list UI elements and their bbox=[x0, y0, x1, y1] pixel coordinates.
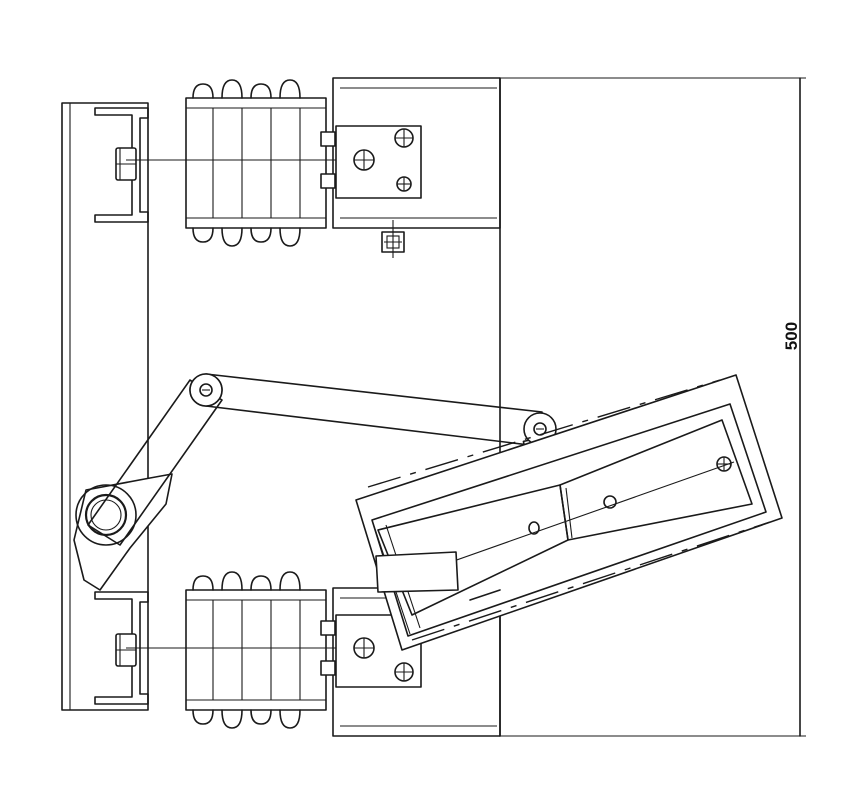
switch-blade-assembly bbox=[355, 374, 783, 651]
base-frame bbox=[61, 102, 149, 711]
top-post-insulator bbox=[185, 79, 327, 247]
terminal-connector bbox=[381, 220, 405, 258]
bottom-post-insulator bbox=[185, 571, 327, 729]
top-terminal-housing bbox=[320, 77, 501, 229]
bottom-mounting-bracket bbox=[94, 591, 149, 705]
top-mounting-bracket bbox=[94, 107, 149, 223]
dimension-500: 500 bbox=[500, 77, 806, 737]
dimension-label: 500 bbox=[782, 322, 801, 350]
